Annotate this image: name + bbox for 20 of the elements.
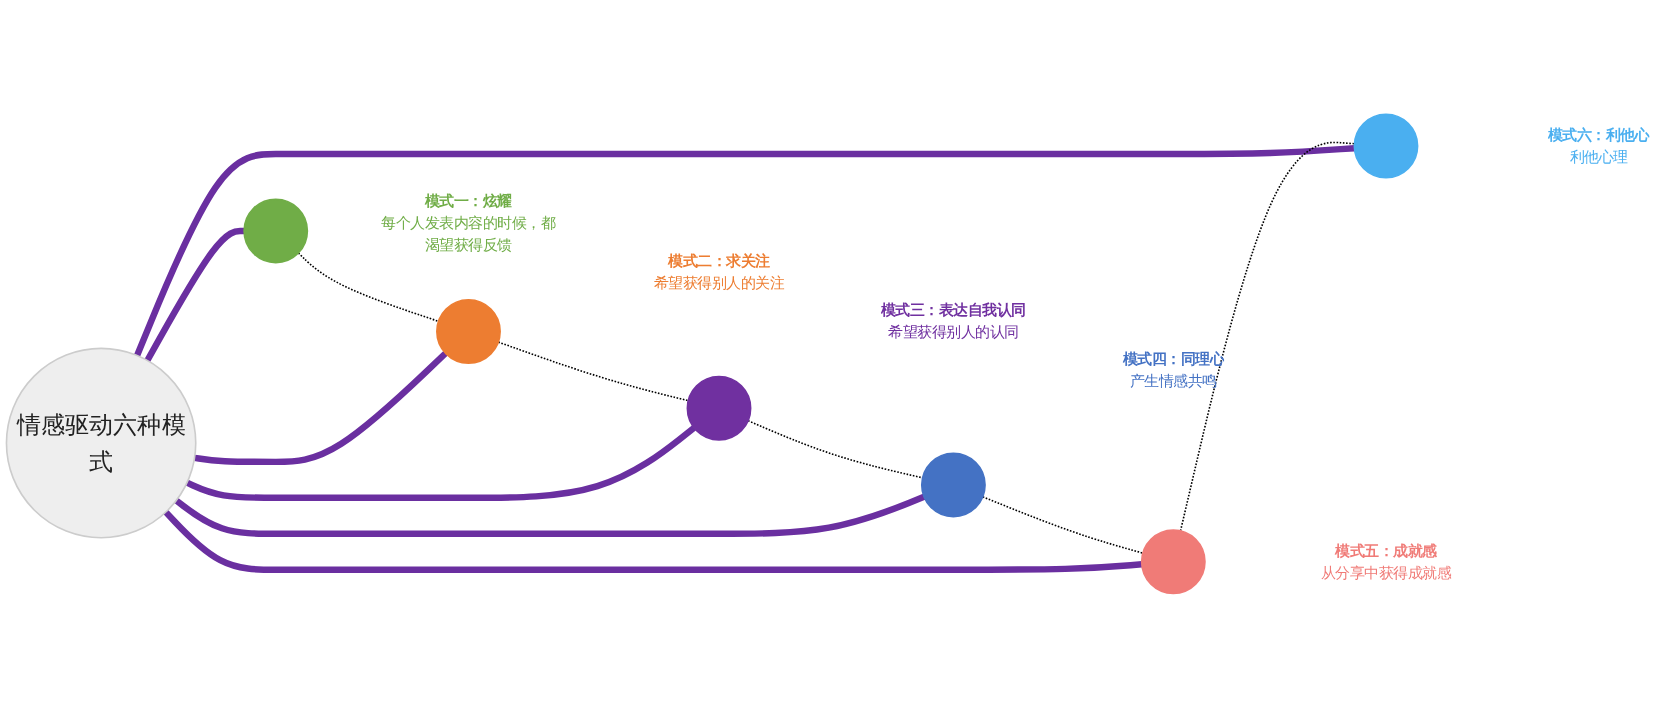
connector-line xyxy=(174,494,926,538)
circle-node xyxy=(243,198,309,264)
circle-node xyxy=(436,299,501,365)
connector-line xyxy=(134,145,1355,357)
connector-line xyxy=(185,425,697,502)
node-caption: 模式二：求关注 希望获得别人的关注 xyxy=(653,252,785,292)
circle-node xyxy=(920,452,986,518)
node-caption: 模式一：炫耀 每个人发表内容的时候，都渴望获得反馈 xyxy=(381,192,556,254)
node-caption: 模式四：同理心 产生情感共鸣 xyxy=(1122,350,1225,389)
connector-line xyxy=(144,227,245,363)
node-caption: 模式三：表达自我认同 希望获得别人的认同 xyxy=(880,301,1026,341)
circle-node xyxy=(686,375,752,441)
node-caption: 模式五：成就感 从分享中获得成就感 xyxy=(1320,542,1452,582)
connector-line xyxy=(163,510,1143,574)
circle-node xyxy=(1353,113,1419,179)
connector-line xyxy=(194,351,448,466)
center-circle: 情感驱动六种模式 xyxy=(5,347,197,539)
node-caption: 模式六：利他心 利他心理 xyxy=(1547,126,1650,166)
dashed-line xyxy=(297,252,440,323)
circle-node xyxy=(1140,529,1206,595)
